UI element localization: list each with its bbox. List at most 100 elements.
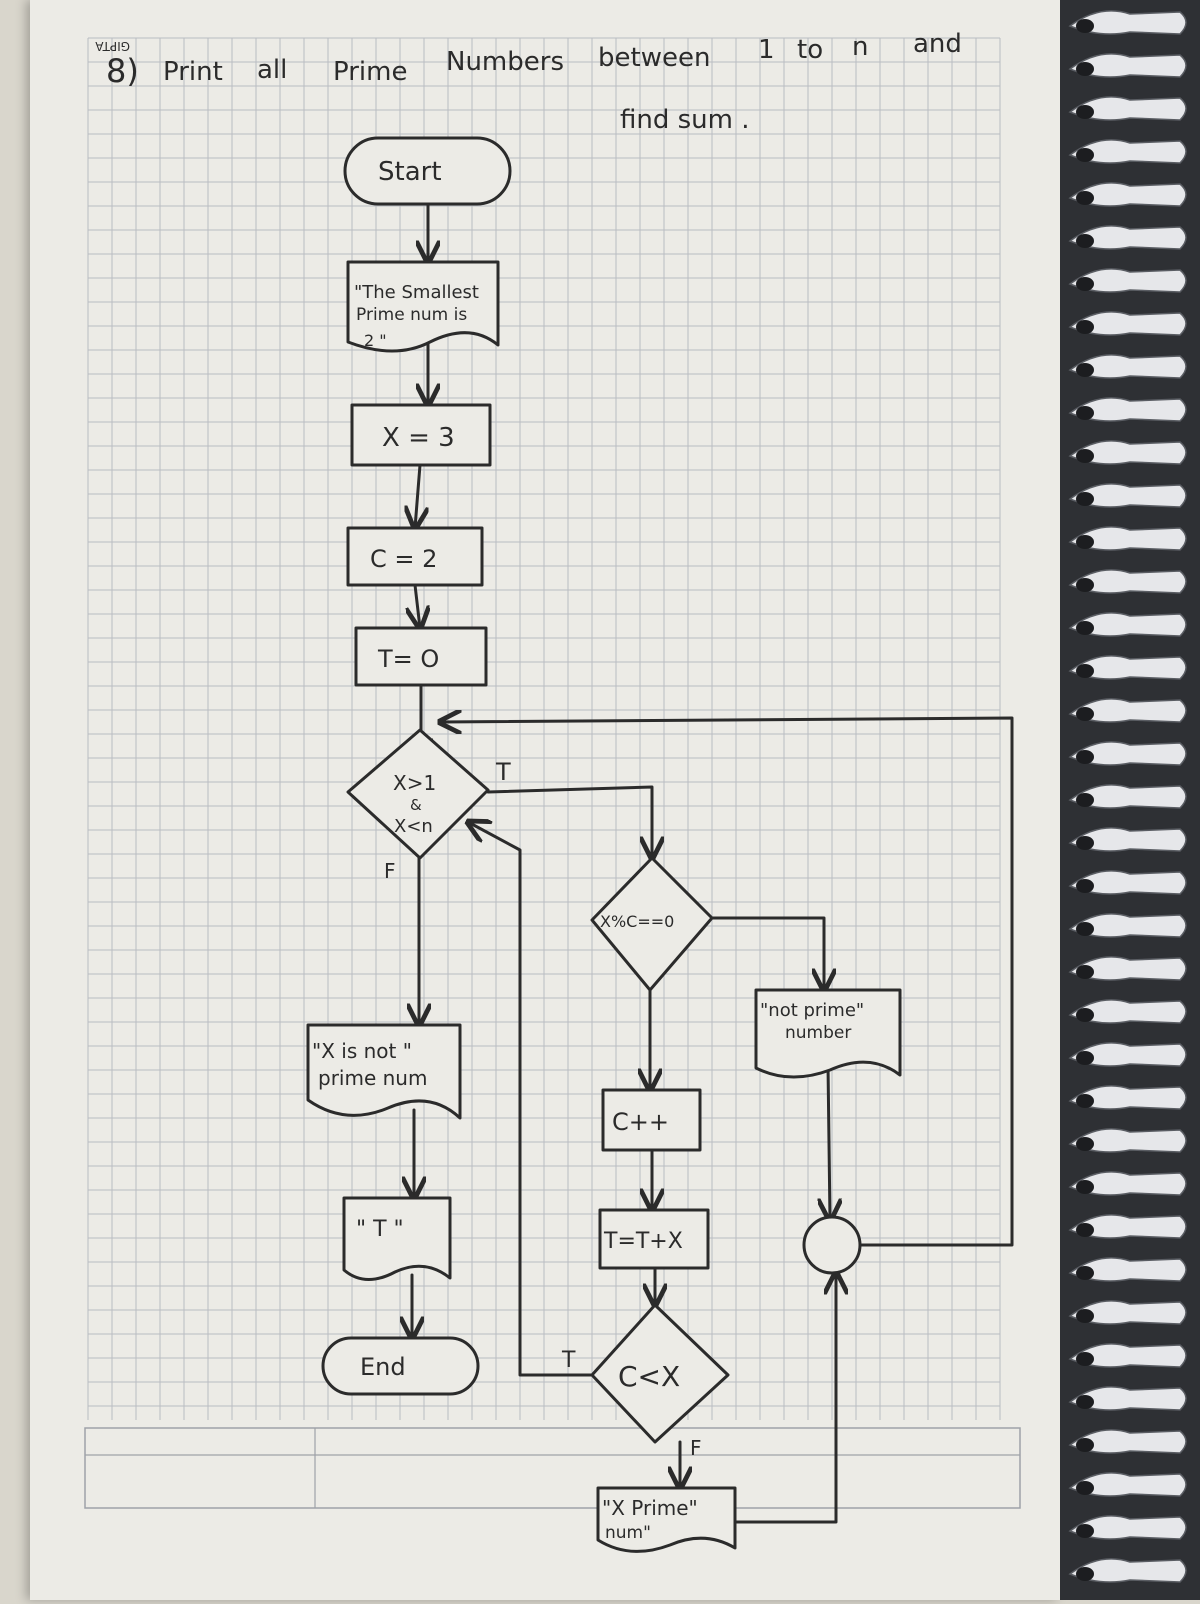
- spiral-hole: [1076, 1266, 1094, 1280]
- spiral-ring: [1068, 225, 1187, 250]
- spiral-ring: [1068, 827, 1187, 852]
- print-t-label: " T ": [356, 1217, 404, 1242]
- spiral-ring: [1068, 1085, 1187, 1110]
- title-word-between: between: [598, 43, 710, 73]
- spiral-hole: [1076, 234, 1094, 248]
- loop-condition-decision: X>1 & X<n: [346, 728, 490, 860]
- spiral-ring: [1068, 870, 1187, 895]
- end-label: End: [360, 1353, 406, 1381]
- spiral-hole: [1076, 1309, 1094, 1323]
- spiral-hole: [1076, 1395, 1094, 1409]
- spiral-hole: [1076, 1481, 1094, 1495]
- connectors: [412, 203, 1014, 1524]
- x-not-prime-line-1: "X is not ": [312, 1039, 412, 1063]
- spiral-ring: [1068, 96, 1187, 121]
- spiral-ring: [1068, 397, 1187, 422]
- t-sum-label: T=T+X: [603, 1229, 683, 1254]
- start-terminal: Start: [343, 136, 512, 206]
- spiral-hole: [1076, 1223, 1094, 1237]
- not-prime-number-output: "not prime" number: [754, 988, 902, 1079]
- spiral-ring: [1068, 698, 1187, 723]
- spiral-ring: [1068, 354, 1187, 379]
- spiral-ring: [1068, 139, 1187, 164]
- x-prime-output: "X Prime" num": [596, 1486, 737, 1553]
- spiral-hole: [1076, 19, 1094, 33]
- spiral-hole: [1076, 750, 1094, 764]
- spiral-hole: [1076, 62, 1094, 76]
- spiral-hole: [1076, 191, 1094, 205]
- notebook-page: [30, 0, 1060, 1600]
- print-t-output: " T ": [342, 1196, 452, 1281]
- spiral-ring: [1068, 741, 1187, 766]
- spiral-ring: [1068, 1558, 1187, 1583]
- c-less-x-label: C<X: [618, 1360, 680, 1393]
- header: GIPTA 8) Print all Prime Numbers between…: [95, 29, 962, 135]
- spiral-hole: [1076, 320, 1094, 334]
- title-word-to: to: [797, 35, 823, 65]
- spiral-hole: [1076, 492, 1094, 506]
- spiral-ring: [1068, 1214, 1187, 1239]
- spiral-hole: [1076, 578, 1094, 592]
- spiral-hole: [1076, 1438, 1094, 1452]
- spiral-hole: [1076, 1137, 1094, 1151]
- x-init-label: X = 3: [382, 423, 455, 453]
- spiral-ring: [1068, 440, 1187, 465]
- not-prime-line-2: number: [785, 1023, 851, 1043]
- x-mod-c-decision: X%C==0: [590, 856, 714, 992]
- spiral-hole: [1076, 363, 1094, 377]
- c-increment-label: C++: [612, 1108, 669, 1136]
- t-init-label: T= O: [377, 645, 439, 673]
- title-word-prime: Prime: [333, 57, 407, 87]
- t-init-process: T= O: [354, 626, 488, 687]
- edge-label-clx-true: T: [561, 1348, 576, 1373]
- title-word-print: Print: [163, 57, 223, 87]
- spiral-hole: [1076, 965, 1094, 979]
- x-not-prime-output: "X is not " prime num: [306, 1023, 462, 1120]
- spiral-hole: [1076, 406, 1094, 420]
- spiral-ring: [1068, 268, 1187, 293]
- x-init-process: X = 3: [350, 403, 492, 467]
- title-word-and: and: [913, 29, 962, 59]
- spiral-hole: [1076, 1008, 1094, 1022]
- spiral-hole: [1076, 1180, 1094, 1194]
- spiral-ring: [1068, 1171, 1187, 1196]
- spiral-binding: [1060, 0, 1200, 1604]
- question-number: 8): [106, 52, 139, 90]
- spiral-ring: [1068, 999, 1187, 1024]
- edge-label-loop-false: F: [384, 859, 396, 883]
- spiral-ring: [1068, 182, 1187, 207]
- spiral-ring: [1068, 612, 1187, 637]
- spiral-hole: [1076, 148, 1094, 162]
- c-less-x-decision: C<X: [590, 1303, 730, 1444]
- x-mod-c-label: X%C==0: [600, 912, 674, 931]
- start-label: Start: [378, 157, 442, 187]
- title-line-2: find sum .: [620, 105, 750, 135]
- spiral-ring: [1068, 913, 1187, 938]
- page-footer-box: [84, 1427, 1021, 1509]
- loop-cond-line-2: &: [410, 796, 422, 814]
- spiral-ring: [1068, 1042, 1187, 1067]
- spiral-rings: [1068, 10, 1187, 1604]
- spiral-ring: [1068, 1515, 1187, 1540]
- loop-cond-line-3: X<n: [394, 816, 433, 837]
- spiral-hole: [1076, 836, 1094, 850]
- spiral-ring: [1068, 569, 1187, 594]
- x-not-prime-line-2: prime num: [318, 1066, 427, 1090]
- spiral-ring: [1068, 1300, 1187, 1325]
- c-init-process: C = 2: [346, 526, 484, 587]
- spiral-ring: [1068, 526, 1187, 551]
- end-terminal: End: [321, 1336, 480, 1396]
- title-word-all: all: [257, 55, 287, 85]
- smallest-prime-line-2: Prime num is: [356, 305, 467, 325]
- spiral-hole: [1076, 922, 1094, 936]
- spiral-hole: [1076, 1352, 1094, 1366]
- spiral-ring: [1068, 53, 1187, 78]
- not-prime-line-1: "not prime": [760, 1000, 864, 1021]
- c-increment-process: C++: [601, 1088, 702, 1152]
- t-sum-process: T=T+X: [598, 1208, 710, 1270]
- title-word-one: 1: [758, 35, 775, 65]
- spiral-hole: [1076, 105, 1094, 119]
- join-connector: [802, 1215, 862, 1275]
- graph-paper-grid: [87, 37, 1001, 1420]
- spiral-hole: [1076, 664, 1094, 678]
